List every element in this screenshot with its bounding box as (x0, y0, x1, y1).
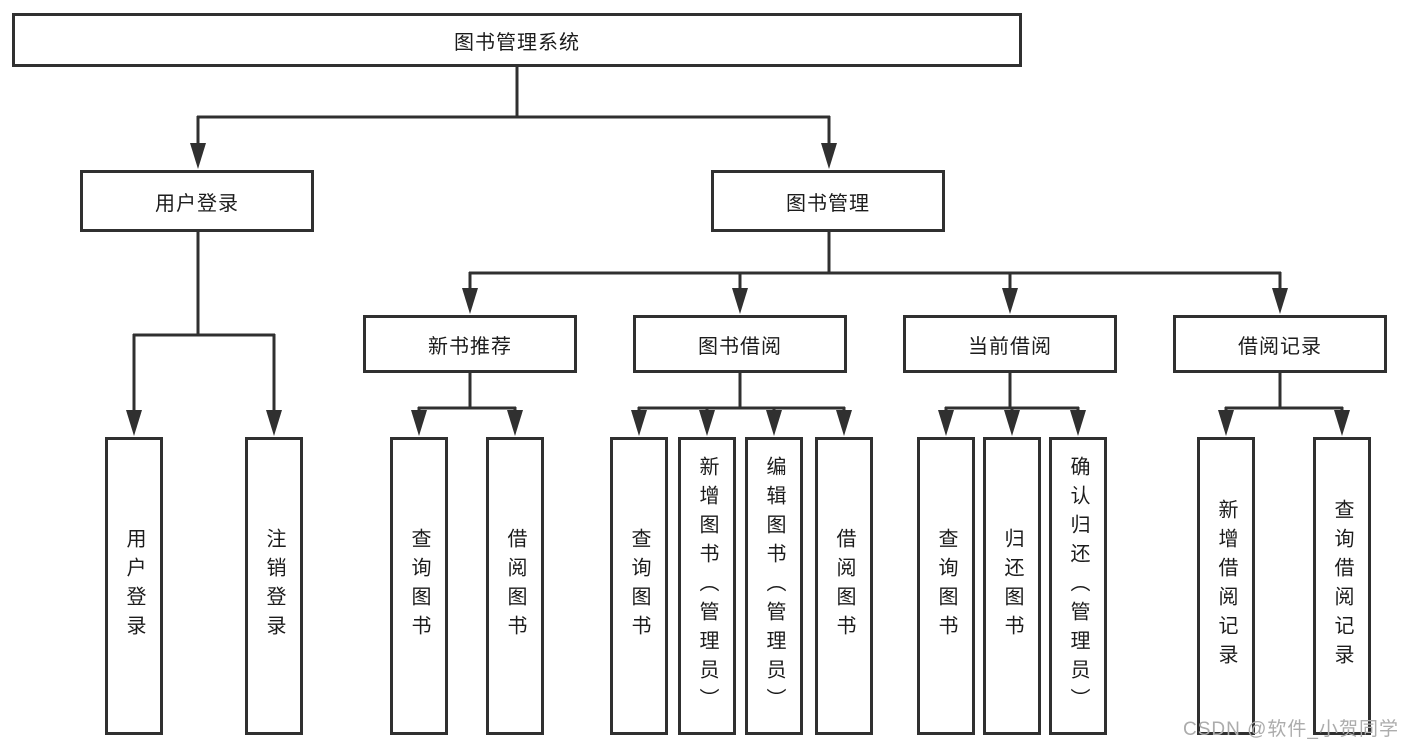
leaf-query-borrowing-record: 查询借阅记录 (1313, 437, 1371, 735)
leaf-borrow-books-recommend: 借阅图书 (486, 437, 544, 735)
node-book-borrowing: 图书借阅 (633, 315, 847, 373)
leaf-borrow-books: 借阅图书 (815, 437, 873, 735)
node-borrowing-records: 借阅记录 (1173, 315, 1387, 373)
node-current-borrowing: 当前借阅 (903, 315, 1117, 373)
node-new-book-recommendation: 新书推荐 (363, 315, 577, 373)
leaf-add-borrowing-record: 新增借阅记录 (1197, 437, 1255, 735)
leaf-user-login: 用户登录 (105, 437, 163, 735)
node-book-management: 图书管理 (711, 170, 945, 232)
leaf-query-books-recommend: 查询图书 (390, 437, 448, 735)
leaf-confirm-return-admin: 确认归还（管理员） (1049, 437, 1107, 735)
leaf-query-books-current: 查询图书 (917, 437, 975, 735)
leaf-logout: 注销登录 (245, 437, 303, 735)
node-user-login: 用户登录 (80, 170, 314, 232)
csdn-watermark: CSDN @软件_小贺同学 (1183, 719, 1399, 740)
node-library-management-system: 图书管理系统 (12, 13, 1022, 67)
leaf-add-book-admin: 新增图书（管理员） (678, 437, 736, 735)
leaf-query-books-borrowing: 查询图书 (610, 437, 668, 735)
leaf-return-book: 归还图书 (983, 437, 1041, 735)
leaf-edit-book-admin: 编辑图书（管理员） (745, 437, 803, 735)
